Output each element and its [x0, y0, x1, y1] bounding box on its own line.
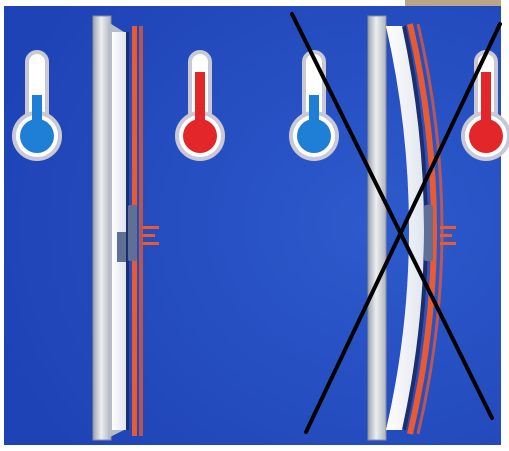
- corner-photo-fragment: [405, 0, 501, 6]
- door-hardware: [128, 205, 137, 261]
- door-hardware: [424, 205, 433, 261]
- frame-post: [368, 16, 386, 440]
- door-leaf: [112, 32, 126, 430]
